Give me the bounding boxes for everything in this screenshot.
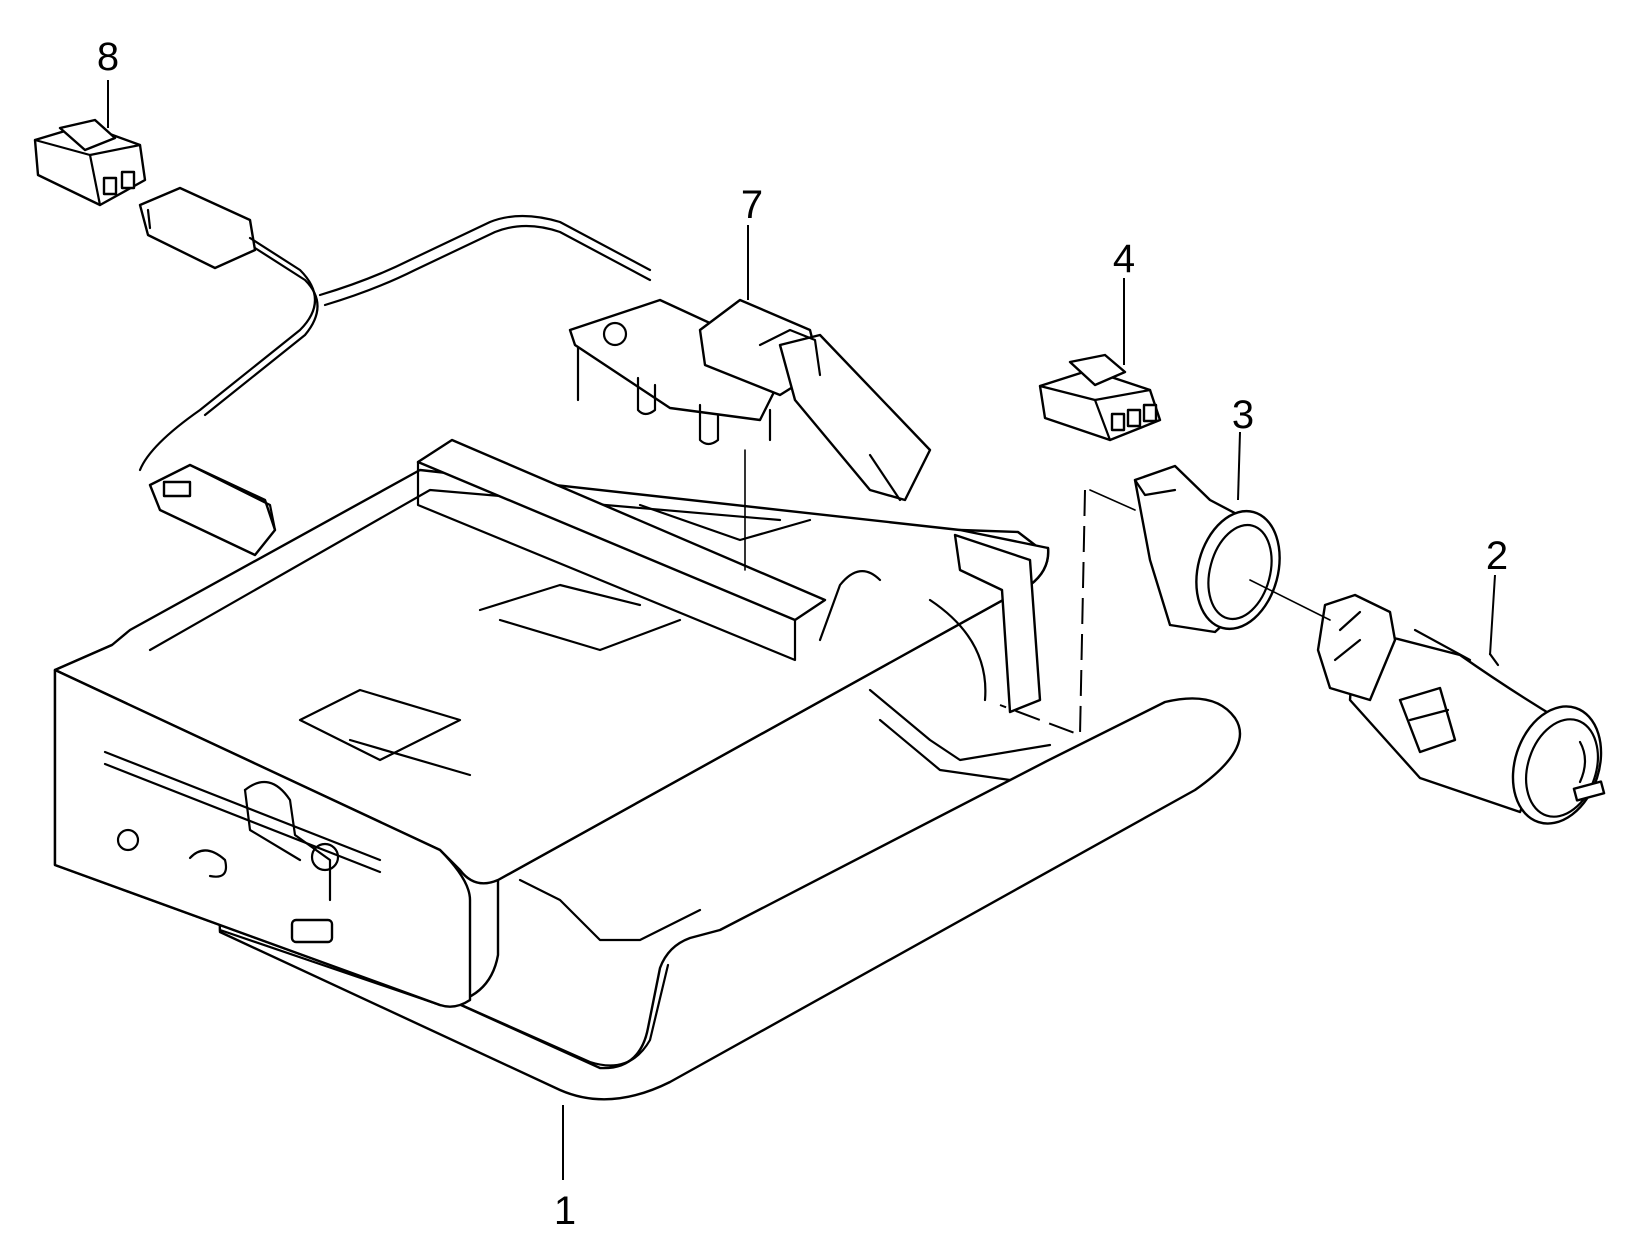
part-7-switch-bracket	[568, 298, 932, 571]
part-2-cigarette-lighter	[1316, 593, 1606, 825]
housing-back-wall	[416, 438, 827, 622]
harness-plug	[138, 186, 257, 270]
callout-3: 3	[1232, 393, 1254, 437]
harness-end-switch	[148, 463, 277, 557]
callout-1: 1	[554, 1189, 576, 1233]
housing-frame-right	[953, 533, 1042, 714]
part-8-wiring-harness	[33, 118, 652, 557]
callout-2: 2	[1486, 534, 1508, 578]
housing-runner	[218, 697, 1242, 1101]
part-3-lighter-socket	[1133, 464, 1331, 634]
lighter-body	[1348, 626, 1562, 814]
part-1-console-housing	[53, 438, 1242, 1101]
callout-8: 8	[97, 35, 119, 79]
leader-2	[1489, 574, 1496, 656]
harness-wire	[138, 236, 316, 472]
callout-7: 7	[741, 183, 763, 227]
part-4-connector	[1038, 353, 1162, 442]
callout-4: 4	[1113, 237, 1135, 281]
leader-3	[1237, 431, 1241, 501]
socket-ring	[1195, 509, 1281, 631]
installation-line	[999, 489, 1086, 737]
